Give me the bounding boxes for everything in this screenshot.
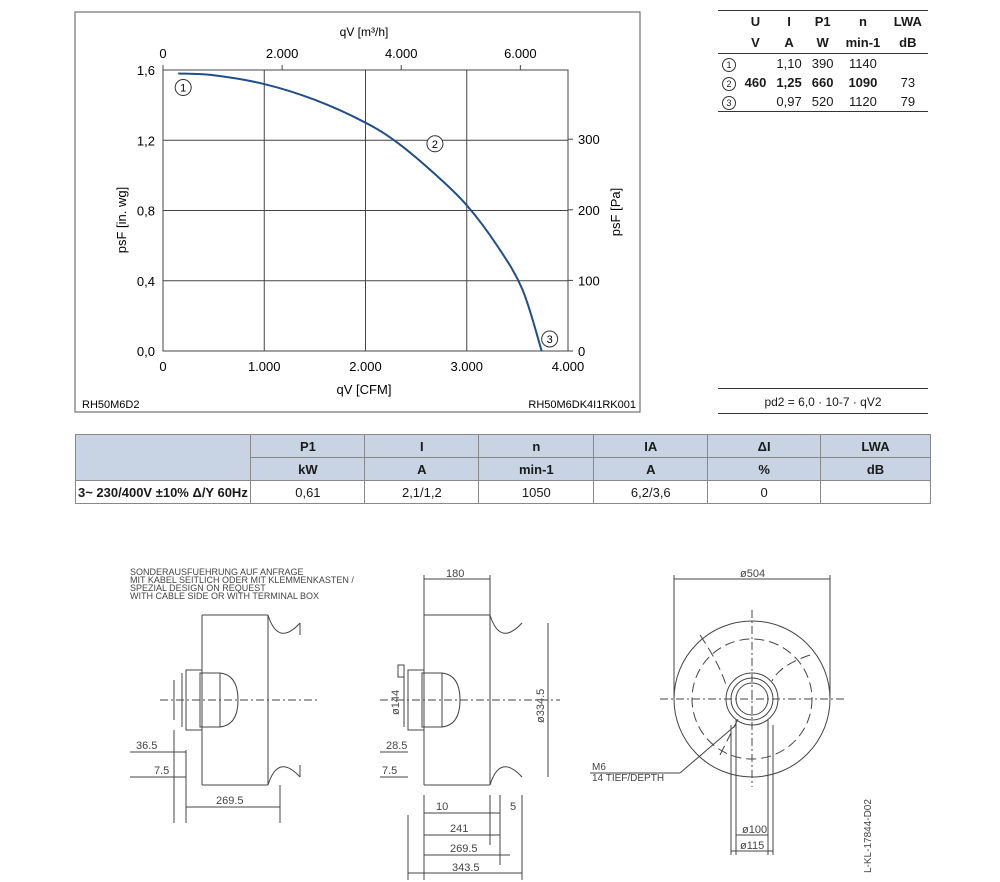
bottom-axis-label: qV [CFM]	[337, 382, 392, 397]
operating-point-label: 3	[547, 334, 553, 346]
x-tick-label: 4.000	[552, 359, 585, 374]
performance-curve	[178, 72, 543, 352]
operating-point-marker	[174, 79, 192, 97]
y-tick-label: 0,0	[137, 344, 155, 359]
x2-tick-label: 6.000	[504, 46, 537, 61]
right-axis-label: psF [Pa]	[608, 188, 623, 236]
spec-table: U I P1 n LWA V A W min-1 dB 1 1,10 390 1…	[718, 10, 928, 112]
unit-p1: kW	[250, 457, 366, 481]
unit-i: A	[364, 457, 480, 481]
dim-7-5: 7.5	[154, 765, 169, 777]
x2-tick-label: 4.000	[385, 46, 418, 61]
drawing-note: SONDERAUSFUEHRUNG AUF ANFRAGE MIT KABEL …	[130, 567, 354, 601]
point-marker: 1	[722, 57, 736, 72]
table-row: 3~ 230/400V ±10% Δ/Y 60Hz 0,61 2,1/1,2 1…	[74, 480, 931, 504]
dim-d144: ø144	[390, 690, 402, 715]
y2-tick-label: 0	[578, 344, 585, 359]
chart-grid	[162, 69, 569, 352]
y-tick-label: 0,8	[137, 204, 155, 219]
spec-unit-u: V	[740, 32, 771, 54]
spec-row: 1 1,10 390 1140	[718, 54, 928, 74]
unit-ia: A	[593, 457, 709, 481]
dim-d115: ø115	[740, 840, 764, 852]
top-axis-label: qV [m³/h]	[340, 25, 389, 39]
point-marker: 3	[722, 95, 736, 110]
dim-269-5-mid: 269.5	[450, 843, 478, 855]
th-ia: IA	[593, 434, 709, 458]
dim-28-5: 28.5	[386, 740, 407, 752]
unit-lwa: dB	[820, 457, 931, 481]
point-marker: 2	[722, 76, 736, 91]
row-label: 3~ 230/400V ±10% Δ/Y 60Hz	[74, 480, 252, 504]
operating-point-marker	[541, 330, 559, 348]
dim-10: 10	[436, 801, 448, 813]
svg-text:WITH CABLE SIDE OR WITH TERMIN: WITH CABLE SIDE OR WITH TERMINAL BOX	[130, 591, 319, 601]
chart-footer-left: RH50M6D2	[82, 399, 139, 411]
side-view-left: 36.5 7.5 269.5	[130, 614, 320, 823]
dim-269-5: 269.5	[216, 795, 244, 807]
x-tick-label: 3.000	[450, 359, 483, 374]
y-tick-label: 1,2	[137, 133, 155, 148]
y2-tick-label: 100	[578, 273, 600, 288]
th-lwa: LWA	[820, 434, 931, 458]
y-tick-label: 1,6	[137, 63, 155, 78]
x-tick-label: 1.000	[248, 359, 281, 374]
x-tick-label: 0	[159, 359, 166, 374]
operating-point-label: 2	[432, 139, 438, 151]
x2-tick-label: 2.000	[266, 46, 299, 61]
spec-row: 2 460 1,25 660 1090 73	[718, 73, 928, 92]
x2-tick-label: 0	[159, 46, 166, 61]
th-delta-i: ΔI	[707, 434, 822, 458]
thread-depth-label: 14 TIEF/DEPTH	[592, 773, 664, 784]
x-tick-label: 2.000	[349, 359, 382, 374]
dim-36-5: 36.5	[136, 740, 157, 752]
th-i: I	[364, 434, 480, 458]
operating-point-label: 1	[180, 83, 186, 95]
dim-7-5-mid: 7.5	[382, 765, 397, 777]
chart-footer-right: RH50M6DK4I1RK001	[528, 399, 636, 411]
svg-text:SONDERAUSFUEHRUNG AUF ANFRAGE: SONDERAUSFUEHRUNG AUF ANFRAGE	[130, 567, 304, 577]
spec-header-i: I	[771, 10, 808, 32]
performance-chart: 0 1.000 2.000 3.000 4.000 0,0 0,4 0,8 1,2 1,6 0 2.0…	[74, 11, 641, 413]
unit-n: min-1	[478, 457, 595, 481]
y-tick-label: 0,4	[137, 274, 155, 289]
technical-drawing: SONDERAUSFUEHRUNG AUF ANFRAGE MIT KABEL …	[130, 567, 874, 880]
drawing-id: L-KL-17844-D02	[863, 799, 874, 873]
spec-header-lwa: LWA	[887, 10, 928, 32]
left-axis-label: psF [in. wg]	[114, 187, 129, 253]
spec-row: 3 0,97 520 1120 79	[718, 92, 928, 112]
y2-tick-label: 200	[578, 203, 600, 218]
th-n: n	[478, 434, 595, 458]
dim-d100: ø100	[742, 824, 767, 836]
dim-d334-5: ø334.5	[535, 689, 547, 723]
side-view-middle: 180 28.5 7.5 10 5 241 269.5 343.5 ø144 ø…	[380, 568, 560, 880]
spec-header-p1: P1	[807, 10, 839, 32]
spec-unit-p1: W	[807, 32, 839, 54]
svg-text:SPEZIAL DESIGN ON REQUEST: SPEZIAL DESIGN ON REQUEST	[130, 583, 266, 593]
dim-343-5: 343.5	[452, 862, 480, 874]
spec-header-u: U	[740, 10, 771, 32]
dim-241: 241	[450, 823, 468, 835]
spec-unit-i: A	[771, 32, 808, 54]
unit-delta-i: %	[707, 457, 822, 481]
electrical-data-table: P1 I n IA ΔI LWA kW A min-1 A % dB 3~ 23…	[74, 434, 931, 504]
chart-frame	[74, 11, 641, 413]
dim-d504: ø504	[740, 568, 765, 580]
thread-label: M6	[592, 762, 606, 773]
svg-text:MIT KABEL SEITLICH ODER MIT KL: MIT KABEL SEITLICH ODER MIT KLEMMENKASTE…	[130, 575, 354, 585]
y2-tick-label: 300	[578, 132, 600, 147]
front-view: ø504 ø100 ø115 M6 14 TIEF/DEPTH L-KL-178…	[590, 568, 874, 873]
th-p1: P1	[250, 434, 366, 458]
spec-unit-n: min-1	[838, 32, 888, 54]
table-corner	[74, 434, 252, 458]
dim-180: 180	[446, 568, 464, 580]
dynamic-pressure-formula: pd2 = 6,0 · 10-7 · qV2	[718, 388, 928, 414]
dim-5: 5	[510, 801, 516, 813]
spec-header-n: n	[838, 10, 888, 32]
spec-unit-lwa: dB	[887, 32, 928, 54]
operating-point-marker	[426, 135, 444, 153]
